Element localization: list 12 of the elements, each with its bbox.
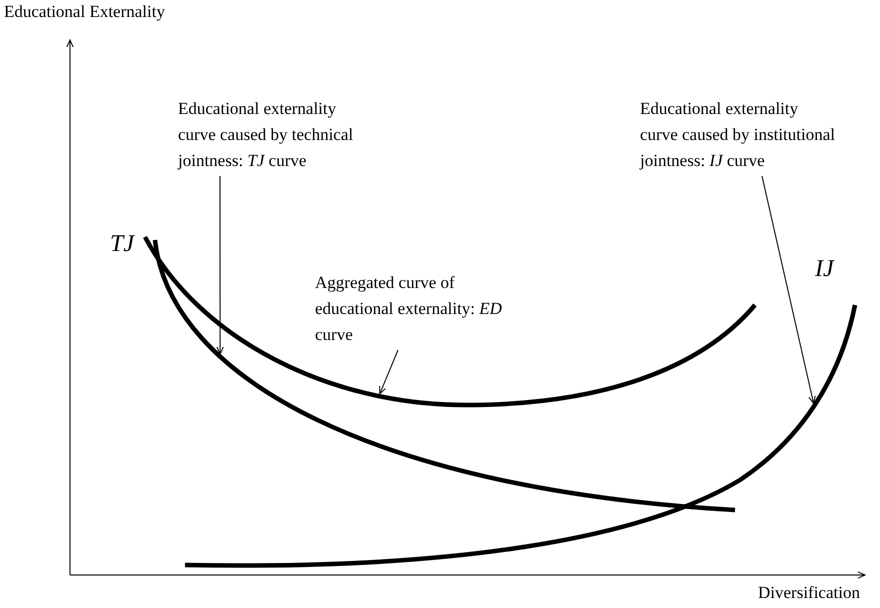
curve — [143, 236, 757, 408]
callout-text: Educational externality curve caused by technical jointness: TJ curve — [178, 96, 378, 174]
leader-arrow — [216, 176, 224, 355]
axis-title: Diversification — [758, 583, 860, 604]
callout-text: Aggregated curve of educational externality: ED curve — [315, 270, 515, 348]
curve-label: TJ — [110, 230, 134, 259]
leader-arrow — [379, 350, 398, 394]
axis-title: Educational Externality — [4, 2, 165, 22]
curve-label: IJ — [815, 255, 834, 284]
curve — [152, 240, 736, 512]
leader-arrow — [762, 176, 816, 404]
callout-text: Educational externality curve caused by institutional jointness: IJ curve — [640, 96, 840, 174]
